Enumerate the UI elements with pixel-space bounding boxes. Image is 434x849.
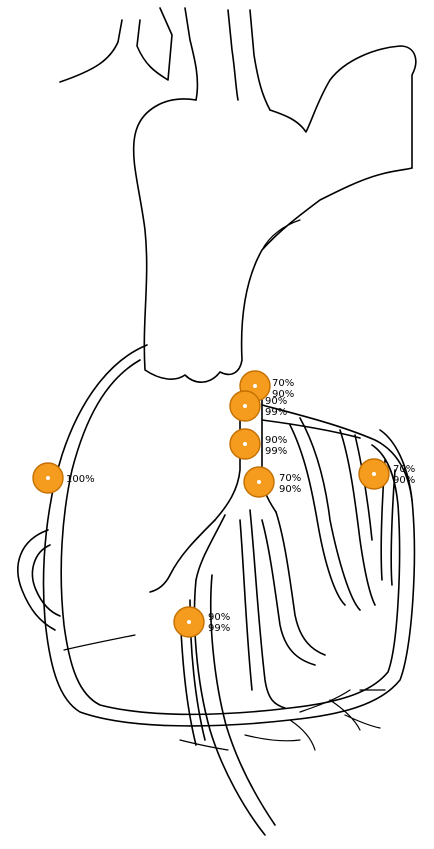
marker-center-dot: [253, 384, 257, 388]
marker-label-line1: 100%: [66, 474, 95, 485]
marker-label-line2: 90%: [393, 475, 415, 486]
marker-label-line1: 90%: [265, 435, 287, 446]
marker-label-line1: 70%: [279, 473, 301, 484]
marker-label-line2: 90%: [279, 484, 301, 495]
stenosis-marker: 70% 90%: [244, 467, 301, 497]
great-vessels: [60, 8, 416, 382]
acute-marginal-branch: [64, 635, 135, 650]
marker-center-dot: [187, 620, 191, 624]
marker-label-line1: 70%: [272, 378, 294, 389]
left-arch-branch: [60, 8, 197, 100]
aortic-arch-inner: [270, 46, 416, 168]
marker-label-line2: 99%: [265, 446, 287, 457]
diagonal-1: [290, 418, 360, 610]
descending-long: [195, 575, 275, 835]
marker-label-line1: 90%: [208, 612, 230, 623]
middle-arch-branch: [228, 10, 270, 110]
coronary-arteries: [18, 345, 414, 835]
marker-center-dot: [243, 442, 247, 446]
stenosis-marker: 100%: [33, 463, 95, 493]
marginal-loop-inner: [32, 545, 60, 616]
stenosis-marker: 90% 99%: [174, 607, 230, 637]
lower-twigs: [180, 690, 385, 750]
marker-center-dot: [372, 472, 376, 476]
marker-center-dot: [46, 476, 50, 480]
marker-center-dot: [257, 480, 261, 484]
right-coronary-inner: [61, 360, 399, 714]
lad-descending-left: [150, 515, 225, 592]
marker-center-dot: [243, 404, 247, 408]
lad-branch-mid: [262, 512, 325, 665]
arch-inner-curve: [262, 220, 300, 250]
marker-label-line1: 90%: [265, 396, 287, 407]
stenosis-marker: 90% 99%: [230, 429, 287, 459]
aortic-arch: [134, 99, 412, 382]
marker-label-line2: 99%: [265, 407, 287, 418]
marker-label-line2: 99%: [208, 623, 230, 634]
stenosis-markers: 70% 90% 90% 99% 90% 99% 70% 90% 100%: [33, 371, 415, 637]
marker-label-line1: 70%: [393, 464, 415, 475]
